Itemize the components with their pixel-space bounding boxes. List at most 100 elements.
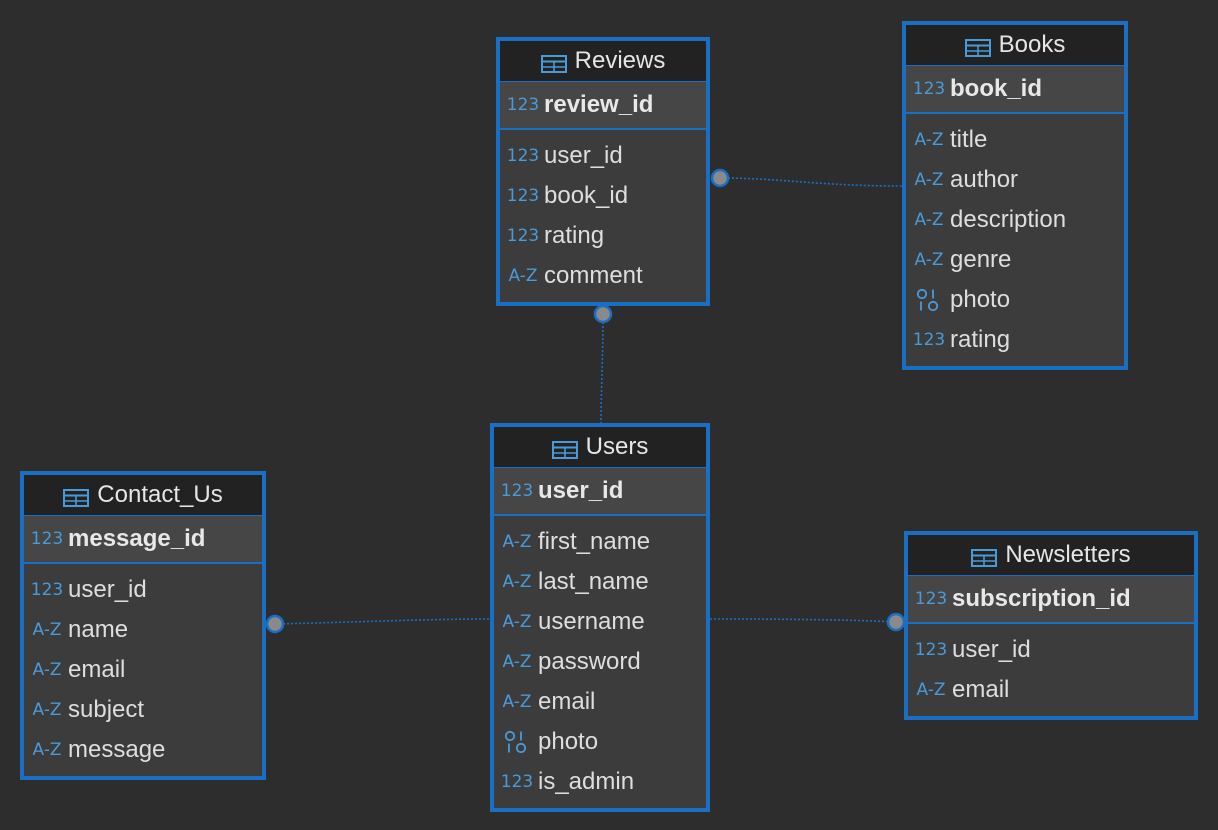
column-name: email: [68, 656, 126, 683]
column-row[interactable]: photo: [494, 722, 706, 762]
entity-header[interactable]: Newsletters: [908, 535, 1194, 576]
column-row[interactable]: A-Z username: [494, 602, 706, 642]
entity-header[interactable]: Contact_Us: [24, 475, 262, 516]
numeric-type-icon: 123: [506, 95, 540, 115]
numeric-type-icon: 123: [506, 226, 540, 246]
entity-header[interactable]: Books: [906, 25, 1124, 66]
table-icon: [971, 546, 998, 567]
entity-header[interactable]: Users: [494, 427, 706, 468]
primary-key-name: review_id: [544, 91, 654, 118]
column-name: user_id: [68, 576, 147, 603]
numeric-type-icon: 123: [30, 529, 64, 549]
numeric-type-icon: 123: [912, 330, 946, 350]
text-type-icon: A-Z: [502, 652, 532, 672]
relationship-line-reviews-users[interactable]: [600, 313, 604, 424]
text-type-icon: A-Z: [914, 250, 944, 270]
column-name: genre: [950, 246, 1012, 273]
relationship-line-newsletters-users[interactable]: [709, 618, 897, 623]
column-name: username: [538, 608, 645, 635]
column-row[interactable]: A-Z name: [24, 610, 262, 650]
primary-key-name: message_id: [68, 525, 206, 552]
entity-header[interactable]: Reviews: [500, 41, 706, 82]
text-type-icon: A-Z: [914, 170, 944, 190]
column-name: photo: [950, 286, 1011, 313]
primary-key-name: book_id: [950, 75, 1043, 102]
table-icon: [63, 486, 90, 507]
column-name: description: [950, 206, 1067, 233]
relationship-line-reviews-books[interactable]: [719, 177, 903, 187]
text-type-icon: A-Z: [914, 130, 944, 150]
text-type-icon: A-Z: [32, 740, 62, 760]
column-name: name: [68, 616, 129, 643]
column-name: book_id: [544, 182, 629, 209]
primary-key-name: user_id: [538, 477, 624, 504]
column-row[interactable]: A-Z genre: [906, 240, 1124, 280]
entity-title: Contact_Us: [97, 481, 223, 508]
table-icon: [540, 52, 567, 73]
entity-title: Users: [585, 433, 649, 460]
numeric-type-icon: 123: [500, 772, 534, 792]
primary-key-name: subscription_id: [952, 585, 1131, 612]
text-type-icon: A-Z: [32, 620, 62, 640]
column-row[interactable]: A-Z author: [906, 160, 1124, 200]
numeric-type-icon: 123: [506, 186, 540, 206]
column-name: user_id: [544, 142, 623, 169]
entity-title: Reviews: [574, 47, 666, 74]
relationship-line-contact-us-users[interactable]: [274, 618, 491, 625]
column-name: photo: [538, 728, 599, 755]
column-name: first_name: [538, 528, 651, 555]
relationship-connector-dot[interactable]: [886, 612, 906, 632]
numeric-type-icon: 123: [912, 79, 946, 99]
numeric-type-icon: 123: [914, 640, 948, 660]
relationship-connector-dot[interactable]: [265, 614, 285, 634]
relationship-connector-dot[interactable]: [710, 168, 730, 188]
numeric-type-icon: 123: [30, 580, 64, 600]
text-type-icon: A-Z: [916, 680, 946, 700]
column-row[interactable]: photo: [906, 280, 1124, 320]
binary-type-icon: [912, 287, 946, 313]
entity-title: Books: [998, 31, 1066, 58]
numeric-type-icon: 123: [500, 481, 534, 501]
column-row[interactable]: A-Z message: [24, 730, 262, 770]
text-type-icon: A-Z: [502, 612, 532, 632]
relationship-connector-dot[interactable]: [593, 304, 613, 324]
text-type-icon: A-Z: [508, 266, 538, 286]
column-row[interactable]: A-Z password: [494, 642, 706, 682]
numeric-type-icon: 123: [506, 146, 540, 166]
column-name: password: [538, 648, 641, 675]
column-name: rating: [950, 326, 1011, 353]
column-name: message: [68, 736, 166, 763]
column-name: author: [950, 166, 1019, 193]
